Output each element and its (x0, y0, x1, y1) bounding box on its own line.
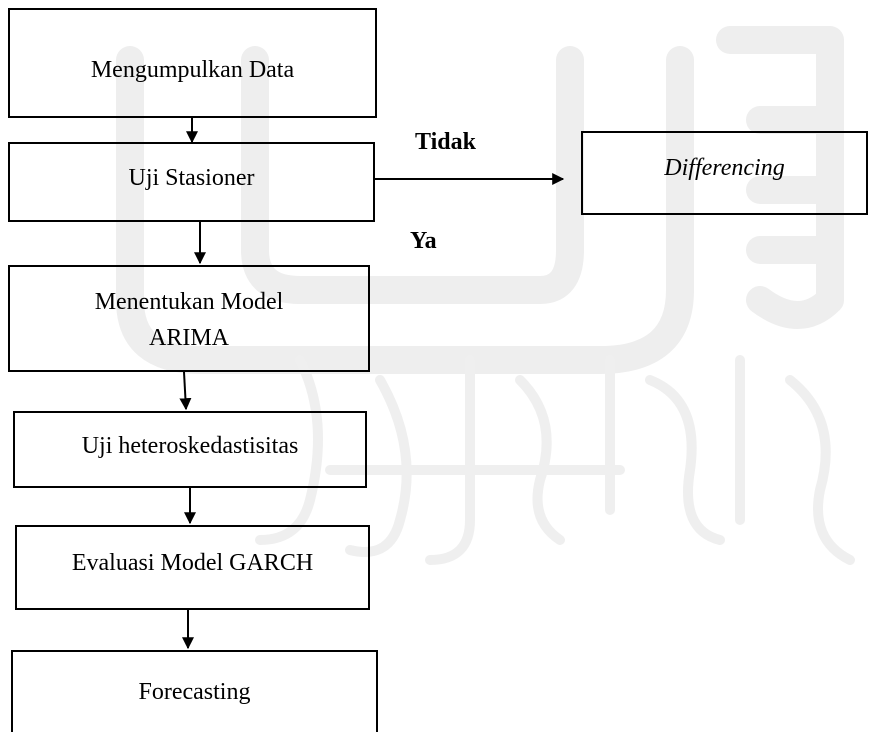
forecasting-label: Forecasting (138, 679, 251, 705)
differencing-label: Differencing (664, 155, 785, 181)
garch-evaluation-label: Evaluasi Model GARCH (71, 550, 314, 576)
heteroscedasticity-test-node: Uji heteroskedastisitas (13, 411, 367, 488)
differencing-node: Differencing (581, 131, 868, 215)
arima-model-node: Menentukan Model ARIMA (8, 265, 370, 372)
edge-label-no: Tidak (415, 129, 476, 155)
heteroscedasticity-test-label: Uji heteroskedastisitas (81, 433, 299, 459)
arima-model-label: Menentukan Model ARIMA (94, 289, 284, 351)
collect-data-node: Mengumpulkan Data (8, 8, 377, 118)
forecasting-node: Forecasting (11, 650, 378, 732)
garch-evaluation-node: Evaluasi Model GARCH (15, 525, 370, 610)
edge-label-yes: Ya (410, 228, 437, 254)
stationarity-test-node: Uji Stasioner (8, 142, 375, 222)
collect-data-label: Mengumpulkan Data (90, 57, 295, 83)
arrow-arima-to-hetero (179, 371, 192, 411)
stationarity-test-label: Uji Stasioner (128, 165, 255, 191)
